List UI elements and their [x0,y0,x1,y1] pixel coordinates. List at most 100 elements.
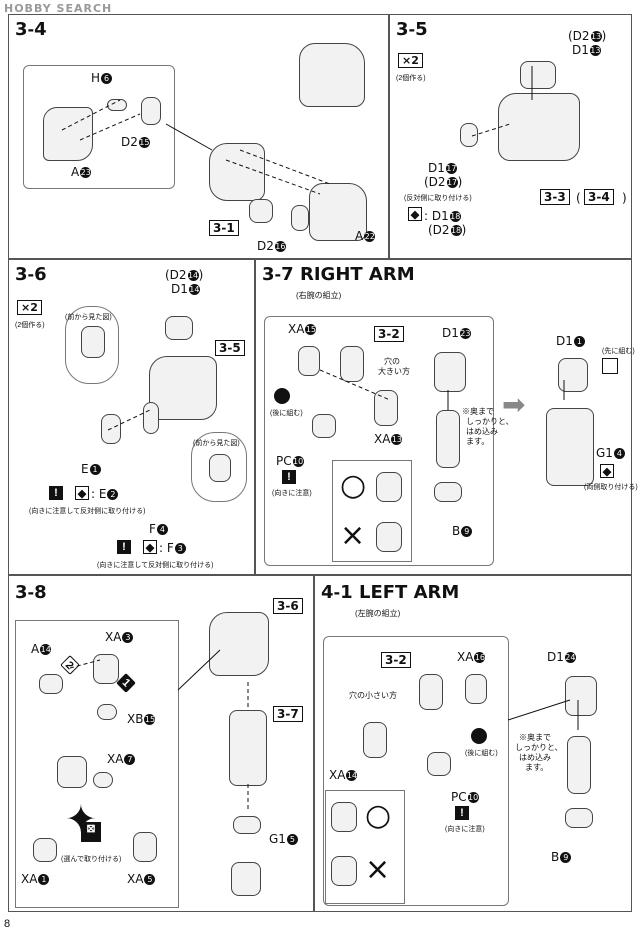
front-view-part-b [209,454,231,482]
flip-icon: ◆ [143,540,157,554]
big-arrow: ➡ [502,388,526,421]
hand-part [57,756,87,788]
push-note-3: はめ込み [466,427,498,436]
label-d1-14: D114 [171,282,200,296]
ref-box-3-4: 3-4 [584,189,614,205]
label-d2-14: (D214) [165,268,204,282]
shoulder-part [498,93,580,161]
pc-part [427,752,451,776]
arm-assembled-part [229,710,267,786]
step-4-1-title: 4-1 LEFT ARM [321,582,460,603]
push-note-2: しっかりと、 [466,417,514,426]
warning-icon: ! [455,806,469,820]
flip-icon: ◆ [75,486,89,500]
label-d1-24: D124 [547,650,576,664]
paren-open: ( [576,191,581,205]
xa3-part [93,654,119,684]
torso-part [209,143,265,201]
xa7-part [93,772,113,788]
label-d1-13: D113 [572,43,601,57]
page-number: 8 [4,918,11,930]
caution-note: (向きに注意) [272,490,312,497]
xa14-part [363,722,387,758]
xa13-part [374,390,398,426]
back-note: (後に組む) [270,410,303,417]
upper-arm-part [340,346,364,382]
push-note-1: ※奥まで [519,733,551,742]
warning-icon: ! [49,486,63,500]
watermark: HOBBY SEARCH [4,2,113,15]
ref-box-3-2: 3-2 [381,652,411,668]
label-d2-17: (D217) [424,175,463,189]
assembled-arm-part [546,408,594,486]
ref-box-3-2: 3-2 [374,326,404,342]
forearm-part [436,410,460,468]
xb15-part [97,704,117,720]
push-note-2: しっかりと、 [515,743,563,752]
label-xa13: XA13 [374,432,403,446]
hole-note: 穴の小さい方 [349,691,397,700]
ok-symbol: ○ [340,468,367,503]
h-part [107,99,127,111]
upper-arm-part [419,674,443,710]
ok-example-part [376,472,402,502]
step-3-7-title: 3-7 RIGHT ARM [262,264,415,285]
flip-icon: ◆ [600,464,614,478]
ref-box-3-1: 3-1 [209,220,239,236]
hole-note-2: 大きい方 [378,367,410,376]
hand-final-part [231,862,261,896]
ng-symbol: × [340,518,366,553]
push-note-4: ます。 [466,437,490,446]
select-icon: ⊠ [81,822,101,842]
warning-icon: ! [282,470,296,484]
label-d1-23: D123 [442,326,471,340]
back-note: (後に組む) [465,750,498,757]
ref-box-3-3: 3-3 [540,189,570,205]
dot-icon [471,728,487,744]
hole-note-1: 穴の [384,357,400,366]
step-3-4-title: 3-4 [15,19,47,40]
ref-box-3-6: 3-6 [273,598,303,614]
e-note: (向きに注意して反対側に取り付ける) [29,508,146,515]
xa5-part [133,832,157,862]
step-3-5-title: 3-5 [396,19,428,40]
shoulder-assembled-part [209,612,269,676]
label-d2-18: (D218) [428,223,467,237]
dot-icon [274,388,290,404]
d1-23-part [434,352,466,392]
d1-17-part [460,123,478,147]
label-xa14: XA14 [329,768,358,782]
step-3-7-subtitle: (右腕の組立) [296,291,342,300]
g1-5-part [233,816,261,834]
step-4-1-subtitle: (左腕の組立) [355,609,401,618]
label-pc10: PC10 [276,454,304,468]
step-4-1-panel: 4-1 LEFT ARM (左腕の組立) 3-2 XA16 穴の小さい方 (後に… [314,575,632,912]
front-view-part-a [81,326,105,358]
push-note-1: ※奥まで [462,407,494,416]
label-pc10: PC10 [451,790,479,804]
qty-note: (2個作る) [396,75,426,82]
flip-icon: ◆ [408,207,422,221]
f-note: (向きに注意して反対側に取り付ける) [97,562,214,569]
d1-24-part [565,676,597,716]
step-3-8-title: 3-8 [15,582,47,603]
d1-14-part [165,316,193,340]
select-note: (選んで取り付ける) [61,856,122,863]
xa15-part [298,346,320,376]
ok-symbol: ○ [365,798,392,833]
label-a14: A14 [31,642,52,656]
label-a23: A23 [71,165,92,179]
